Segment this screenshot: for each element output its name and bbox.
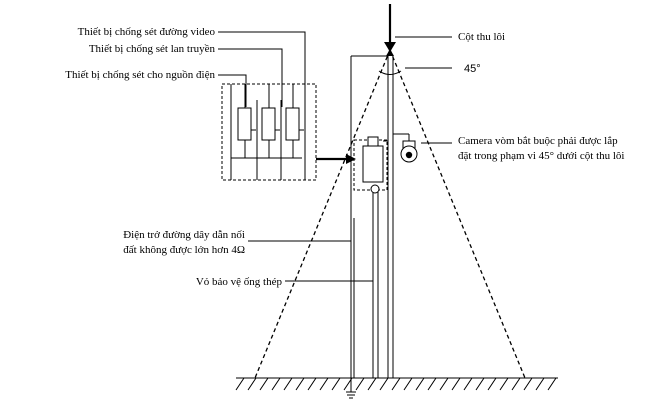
ground-conductor (346, 55, 388, 399)
angle-arc (378, 70, 402, 75)
power-arrester-element (237, 107, 252, 141)
protection-zone-cone (254, 49, 526, 379)
signal-arrester-element (261, 107, 276, 141)
camera-note-line1: Camera vòm bắt buộc phải được lắp (458, 135, 618, 147)
steel-pipe-label: Vỏ bảo vệ ống thép (196, 276, 283, 288)
video-arrester-label: Thiết bị chống sét đường video (78, 26, 216, 38)
power-arrester-label: Thiết bị chống sét cho nguồn điện (65, 69, 215, 81)
connection-arrow (316, 154, 356, 164)
steel-pipe (372, 190, 379, 378)
dome-camera-icon (393, 133, 418, 163)
lightning-rod (384, 4, 396, 56)
signal-arrester-label: Thiết bị chống sét lan truyền (89, 43, 216, 55)
main-pole (387, 56, 394, 378)
leader-lines (218, 31, 452, 282)
resistance-label-line2: đất không được lớn hơn 4Ω (123, 244, 245, 256)
lightning-rod-label: Cột thu lôi (458, 31, 505, 43)
camera-note-line2: đặt trong phạm vi 45° dưới cột thu lôi (458, 150, 625, 162)
surge-protector-panel (221, 83, 317, 181)
video-arrester-element (285, 107, 300, 141)
angle-label: 45° (464, 63, 481, 75)
equipment-box (353, 136, 388, 194)
ground (235, 377, 558, 391)
resistance-label-line1: Điện trở đường dây dẫn nối (123, 229, 245, 241)
